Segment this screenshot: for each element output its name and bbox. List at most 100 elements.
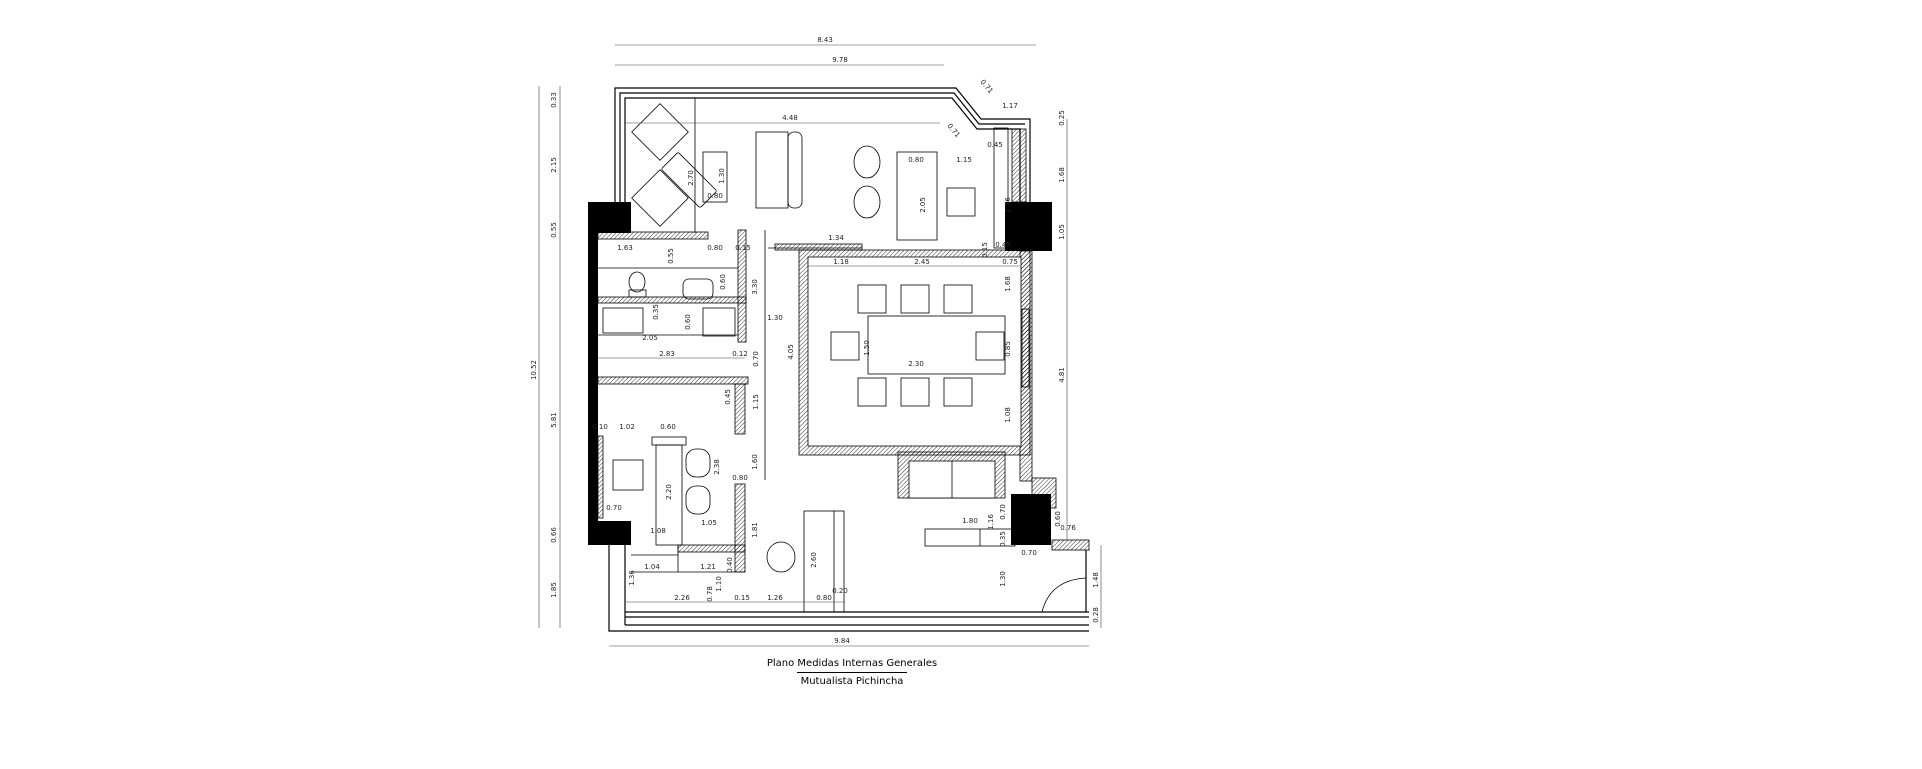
dimension-label: 0.28 [1092, 607, 1100, 623]
dimension-label: 2.30 [908, 360, 924, 368]
dimension-label: 1.50 [863, 340, 871, 356]
appliance-icon [702, 307, 736, 337]
dimension-label: 0.20 [832, 587, 848, 595]
drawing-title: Plano Medidas Internas Generales [766, 658, 938, 669]
sink-icon [682, 278, 714, 300]
dimension-label: 0.15 [734, 594, 750, 602]
chair-icon [766, 541, 796, 573]
dimension-label: 1.08 [1004, 407, 1012, 423]
dimension-lines [538, 44, 1102, 647]
conference-room [798, 249, 1031, 456]
dimension-label: 1.30 [718, 168, 726, 184]
visitor-chair-icon [685, 448, 711, 478]
office-chair-icon [612, 459, 644, 491]
dimension-label: 1.21 [700, 563, 716, 571]
dimension-label: 0.71 [978, 78, 994, 95]
dimension-label: 0.60 [1054, 511, 1062, 527]
dimension-label: 9.78 [832, 56, 848, 64]
dimension-label: 0.66 [550, 527, 558, 543]
dimension-label: 1.05 [701, 519, 717, 527]
dimension-label: 1.80 [962, 517, 978, 525]
dimension-label: 1.68 [1004, 276, 1012, 292]
dimension-label: 2.56 [1004, 197, 1012, 213]
dimension-label: 4.81 [1058, 367, 1066, 383]
dimension-label: 2.70 [687, 170, 695, 186]
bathroom-kitchen [597, 229, 863, 480]
reception-desk [896, 151, 938, 241]
title-underline [797, 672, 907, 673]
dimension-label: 2.60 [810, 552, 818, 568]
side-table [702, 151, 728, 203]
column-bottom-left [588, 521, 631, 545]
dimension-label: 0.15 [981, 242, 989, 258]
dimension-label: 0.80 [908, 156, 924, 164]
dimension-label: 1.36 [628, 570, 636, 586]
dimension-label: 0.75 [1002, 258, 1018, 266]
dimension-label: 0.85 [1004, 341, 1012, 357]
dimension-label: 1.30 [767, 314, 783, 322]
dimension-label: 2.15 [550, 157, 558, 173]
chair-icon [853, 145, 881, 179]
counter [993, 127, 1009, 249]
waiting-area [766, 451, 1016, 613]
office-room [597, 435, 746, 573]
dimension-labels: 8.43 9.78 0.71 1.17 4.48 0.71 0.45 0.80 1.15 2.05… [530, 36, 1100, 645]
toilet-icon [628, 271, 646, 293]
dimension-label: 1.10 [715, 576, 723, 592]
dimension-label: 0.60 [660, 423, 676, 431]
dimension-label: 0.40 [726, 557, 734, 573]
wall-entrance [1051, 539, 1090, 551]
wall-step-right [1031, 477, 1057, 509]
chair-icon [853, 185, 881, 219]
dimension-label: 1.30 [999, 571, 1007, 587]
dimension-label: 0.78 [706, 586, 714, 602]
dimension-label: 3.30 [751, 279, 759, 295]
dimension-label: 0.10 [592, 423, 608, 431]
dimension-label: 1.26 [767, 594, 783, 602]
dimension-label: 1.15 [752, 394, 760, 410]
dimension-label: 1.63 [617, 244, 633, 252]
dimension-label: 4.48 [782, 114, 798, 122]
conference-chairs [830, 284, 1005, 407]
dimension-label: 0.70 [1021, 549, 1037, 557]
dimension-label: 0.70 [606, 504, 622, 512]
dimension-label: 2.05 [919, 197, 927, 213]
kitchen-sink-icon [602, 307, 644, 334]
armchair-icon [631, 103, 689, 161]
dimension-label: 0.70 [752, 351, 760, 367]
dimension-label: 0.60 [684, 314, 692, 330]
dimension-label: 0.71 [945, 122, 961, 139]
visitor-chair-icon [685, 485, 711, 515]
dimension-label: 0.25 [1058, 110, 1066, 126]
dimension-label: 0.35 [999, 531, 1007, 547]
dimension-label: 1.16 [987, 514, 995, 530]
dimension-label: 0.80 [816, 594, 832, 602]
dimension-label: 2.05 [642, 334, 658, 342]
dimension-label: 2.20 [665, 484, 673, 500]
dimension-label: 0.45 [724, 389, 732, 405]
exterior-walls [588, 87, 1090, 632]
armchair-icon [661, 152, 717, 208]
dimension-label: 2.26 [674, 594, 690, 602]
dimension-label: 0.45 [987, 141, 1003, 149]
dimension-label: 1.48 [1092, 572, 1100, 588]
dimension-label: 2.83 [659, 350, 675, 358]
dimension-label: 0.76 [1060, 524, 1076, 532]
dimension-label: 9.84 [834, 637, 850, 645]
dimension-label: 0.33 [550, 92, 558, 108]
dimension-label: 0.80 [732, 474, 748, 482]
dimension-label: 2.45 [914, 258, 930, 266]
dimension-label: 1.81 [751, 522, 759, 538]
dimension-label: 8.43 [817, 36, 833, 44]
dimension-label: 1.17 [1002, 102, 1018, 110]
door-swing [1041, 577, 1087, 613]
drawing-subtitle: Mutualista Pichincha [800, 676, 904, 687]
dimension-label: 0.45 [995, 241, 1011, 249]
dimension-label: 1.68 [1058, 167, 1066, 183]
dimension-label: 0.70 [999, 504, 1007, 520]
column-top-left [588, 202, 631, 233]
bench [924, 528, 1016, 547]
dimension-label: 1.34 [828, 234, 844, 242]
sofa-icon [755, 131, 789, 209]
